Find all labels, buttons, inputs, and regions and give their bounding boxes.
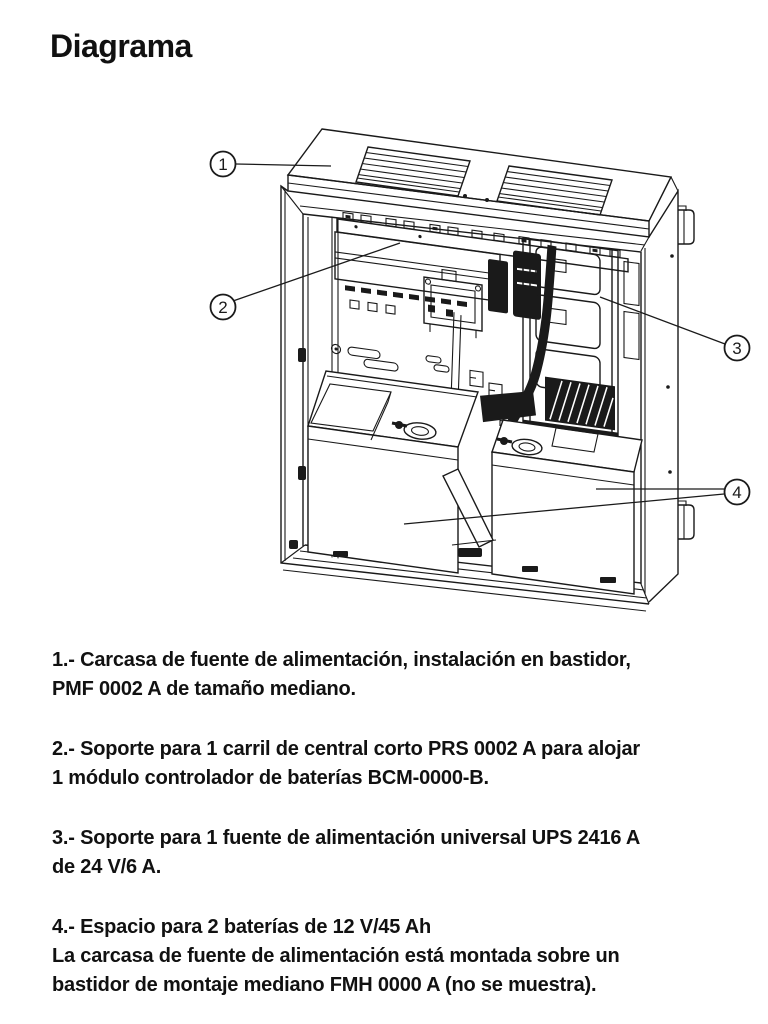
note-1-line-2: PMF 0002 A de tamaño mediano. (52, 678, 356, 700)
callout-1-number: 1 (218, 155, 227, 174)
note-2-line-1: 2.- Soporte para 1 carril de central cor… (52, 738, 640, 760)
din-clips (342, 211, 621, 259)
leader-line-3 (599, 296, 726, 345)
note-2: 2.- Soporte para 1 carril de central cor… (52, 735, 752, 793)
note-3: 3.- Soporte para 1 fuente de alimentació… (52, 824, 752, 882)
battery-right (491, 419, 643, 595)
vent-grille-left (355, 146, 471, 197)
transformer-block (423, 268, 483, 339)
leader-line-1 (235, 163, 332, 167)
heatsink (545, 376, 615, 431)
hinge-tab-top (678, 205, 695, 245)
note-3-line-2: de 24 V/6 A. (52, 856, 162, 878)
battery-handle-left (403, 422, 437, 440)
bracket-tabs (349, 299, 396, 315)
bottom-rail-feet (333, 551, 616, 583)
note-1: 1.- Carcasa de fuente de alimentación, i… (52, 646, 752, 704)
right-side-wall (648, 188, 695, 603)
notes-section: 1.- Carcasa de fuente de alimentación, i… (52, 646, 752, 1024)
page-title: Diagrama (50, 28, 192, 64)
battery-left (307, 370, 479, 574)
callout-4-number: 4 (732, 483, 741, 502)
note-2-line-2: 1 módulo controlador de baterías BCM-000… (52, 767, 489, 789)
callout-1: 1 (209, 150, 237, 178)
hinge-tab-bottom (678, 500, 695, 540)
note-3-line-1: 3.- Soporte para 1 fuente de alimentació… (52, 827, 641, 849)
vent-grille-right (496, 165, 613, 216)
note-4-line-3: bastidor de montaje mediano FMH 0000 A (… (52, 974, 597, 996)
callout-2: 2 (209, 293, 237, 321)
leader-line-4b (403, 493, 725, 525)
perforated-strip (345, 285, 467, 307)
callout-3: 3 (723, 334, 751, 362)
enclosure-diagram: 1 2 3 4 (209, 128, 751, 612)
callout-2-number: 2 (218, 298, 227, 317)
callout-3-number: 3 (732, 339, 741, 358)
leader-line-2 (232, 242, 401, 302)
divider-strut (442, 468, 497, 557)
din-rail-bracket (334, 211, 629, 318)
note-4-line-2: La carcasa de fuente de alimentación est… (52, 945, 620, 967)
note-4-line-1: 4.- Espacio para 2 baterías de 12 V/45 A… (52, 916, 432, 938)
battery-handle-right (511, 438, 543, 456)
callout-4: 4 (723, 478, 751, 506)
note-4: 4.- Espacio para 2 baterías de 12 V/45 A… (52, 913, 752, 1000)
enclosure-diagram-svg: 1 2 3 4 (209, 128, 751, 612)
note-1-line-1: 1.- Carcasa de fuente de alimentación, i… (52, 649, 631, 671)
